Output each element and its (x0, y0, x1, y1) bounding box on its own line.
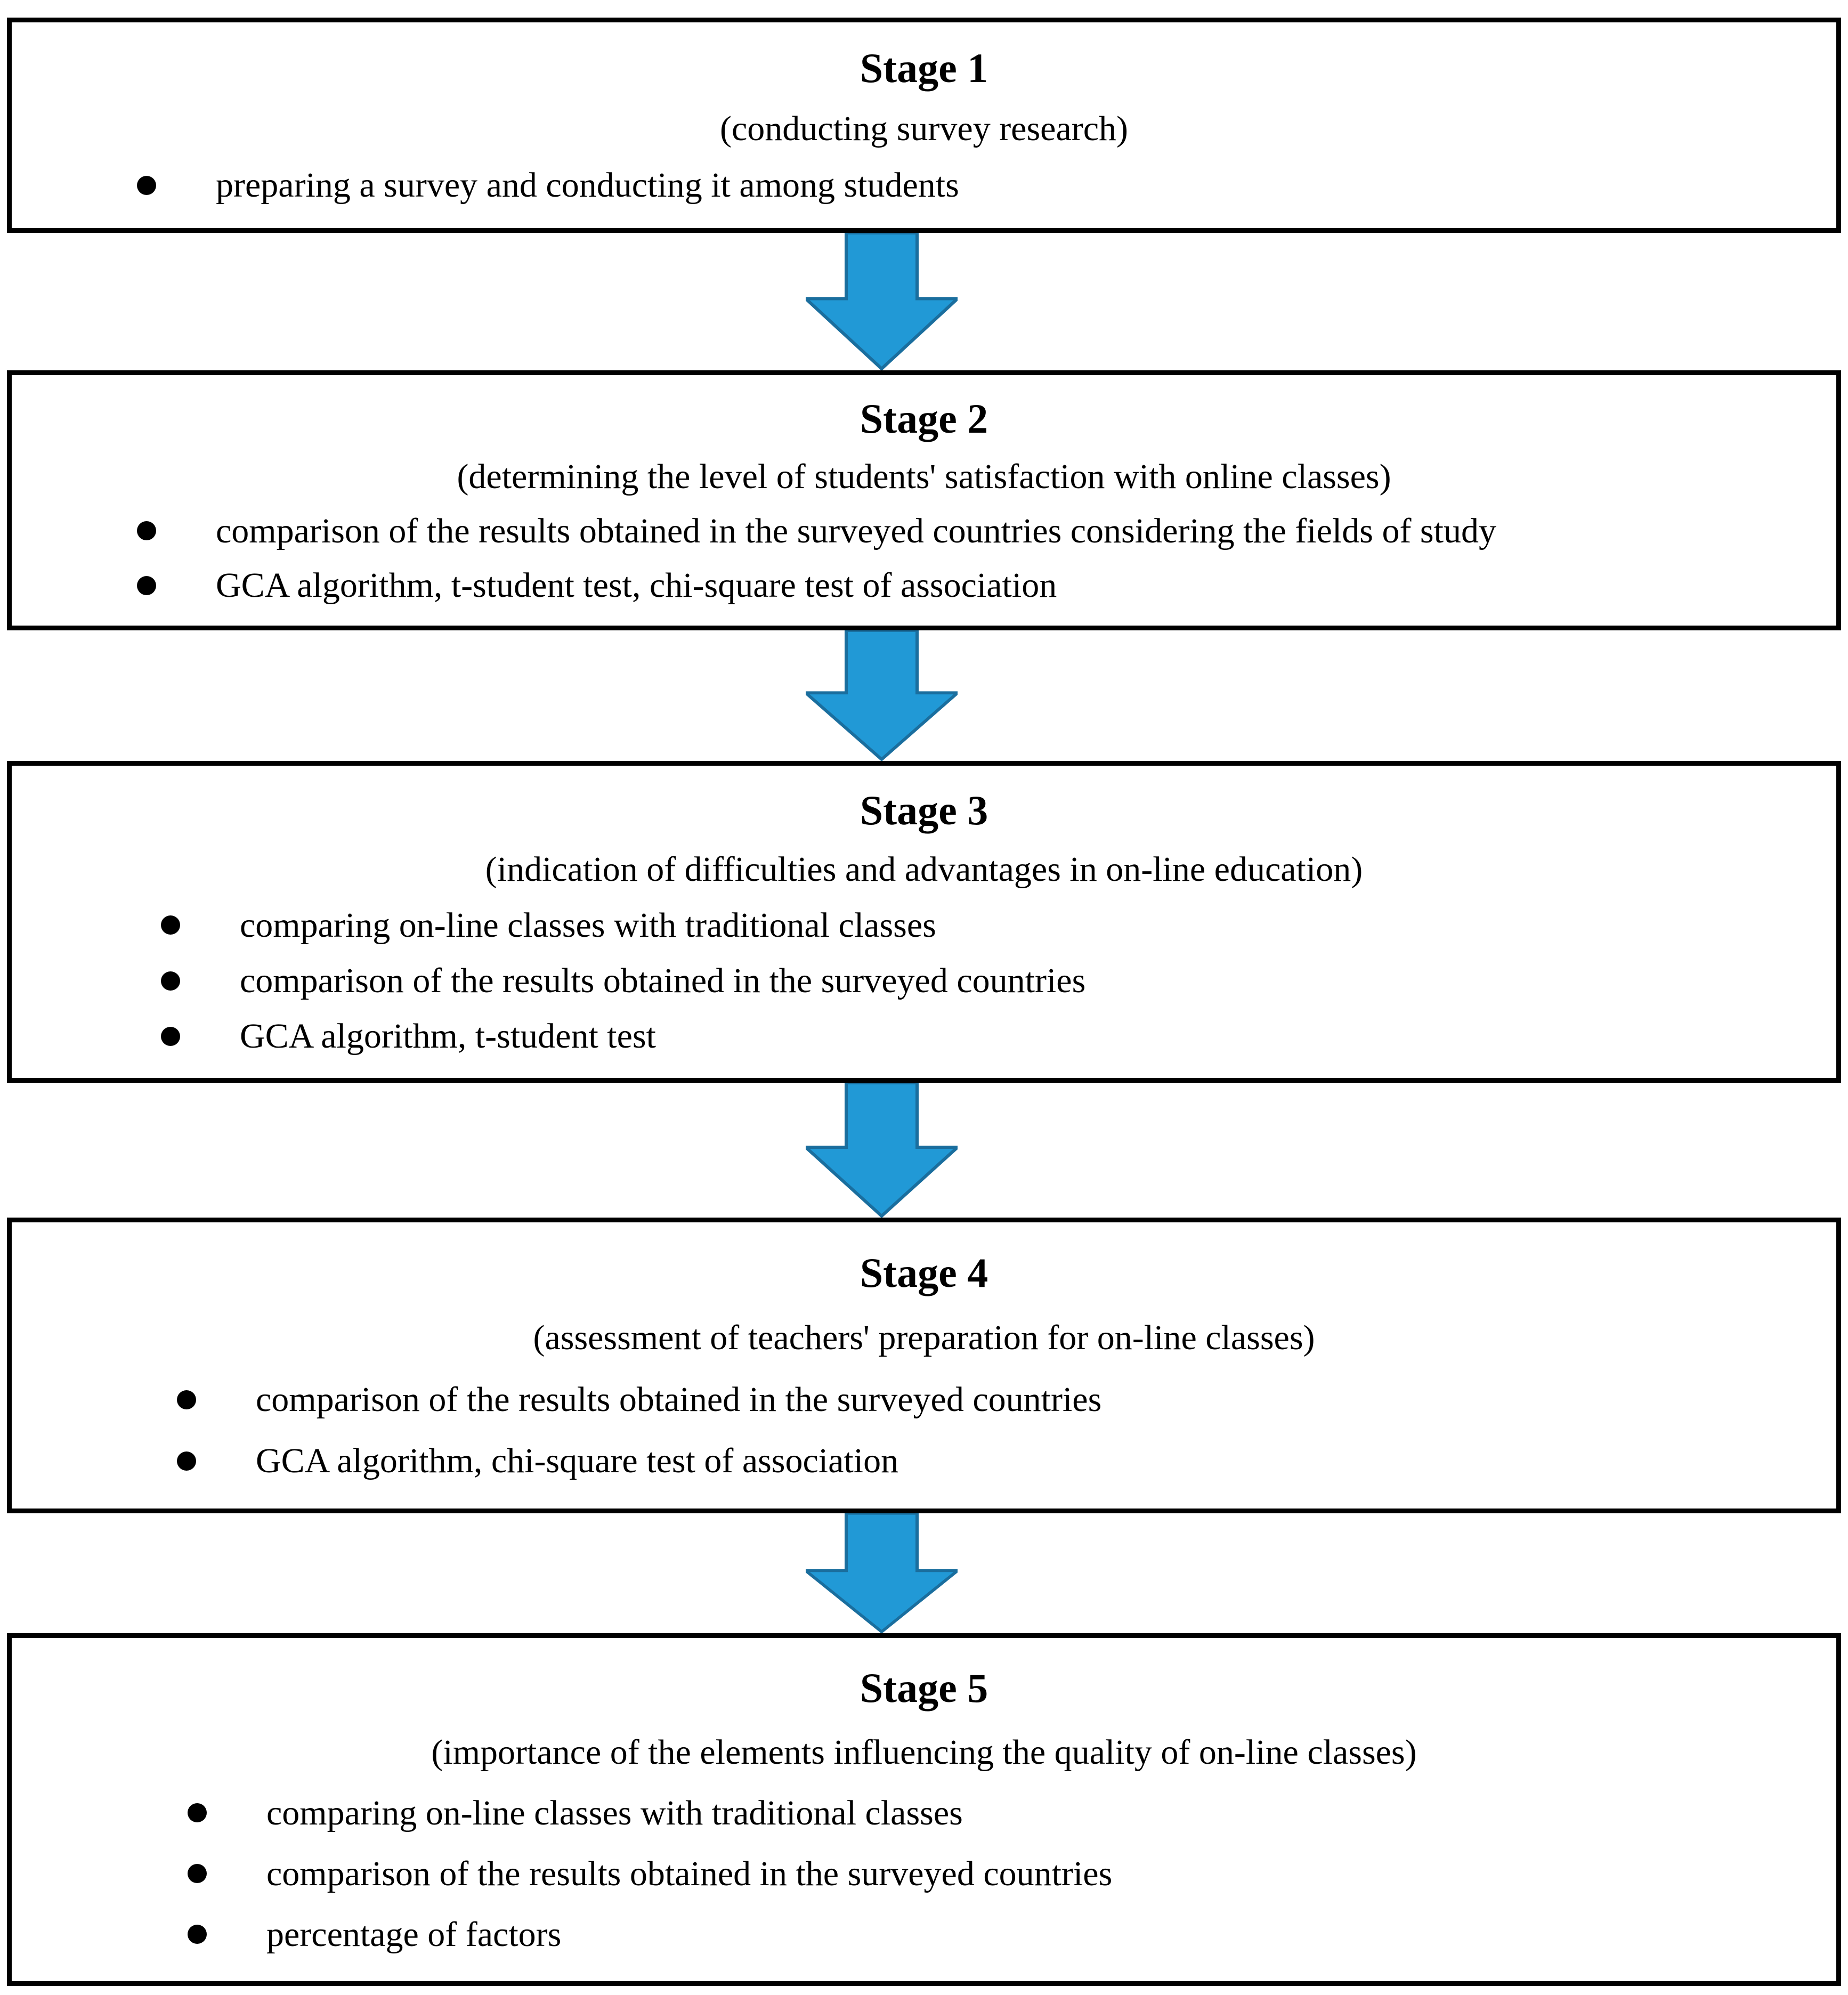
bullet-text: comparing on-line classes with tradition… (266, 1793, 963, 1832)
bullet-text: comparing on-line classes with tradition… (240, 905, 936, 945)
bullet-icon (137, 521, 156, 541)
bullet-text: GCA algorithm, t-student test, chi-squar… (216, 565, 1057, 605)
stage-subtitle: (indication of difficulties and advantag… (485, 850, 1363, 889)
stage-3-box: Stage 3 (indication of difficulties and … (7, 761, 1841, 1083)
stage-4-box: Stage 4 (assessment of teachers' prepara… (7, 1218, 1841, 1513)
bullet-icon (188, 1803, 207, 1823)
bullet-icon (161, 971, 180, 991)
bullet-item: comparing on-line classes with tradition… (188, 1793, 1836, 1832)
down-arrow-icon (806, 1513, 958, 1633)
bullet-item: GCA algorithm, t-student test (161, 1018, 1836, 1055)
bullet-icon (177, 1451, 196, 1471)
down-arrow-icon (806, 630, 958, 761)
stage-title: Stage 4 (860, 1250, 988, 1296)
bullet-item: comparison of the results obtained in th… (177, 1381, 1836, 1418)
bullet-item: percentage of factors (188, 1916, 1836, 1953)
stage-subtitle: (determining the level of students' sati… (457, 457, 1391, 496)
bullet-text: percentage of factors (266, 1915, 562, 1954)
stage-title: Stage 5 (860, 1664, 988, 1711)
bullet-icon (161, 915, 180, 935)
down-arrow-icon (806, 233, 958, 370)
stage-subtitle: (importance of the elements influencing … (431, 1732, 1417, 1772)
down-arrow-icon (806, 1083, 958, 1218)
bullet-item: comparison of the results obtained in th… (137, 511, 1836, 550)
bullet-item: comparing on-line classes with tradition… (161, 905, 1836, 945)
bullet-icon (137, 175, 156, 195)
bullet-icon (177, 1390, 196, 1409)
bullet-text: comparison of the results obtained in th… (266, 1854, 1113, 1893)
bullet-item: comparison of the results obtained in th… (161, 962, 1836, 999)
bullet-icon (188, 1925, 207, 1944)
bullet-item: GCA algorithm, chi-square test of associ… (177, 1441, 1836, 1481)
bullet-text: comparison of the results obtained in th… (256, 1380, 1102, 1419)
bullet-text: comparison of the results obtained in th… (240, 961, 1086, 1001)
stage-title: Stage 1 (860, 45, 988, 92)
stage-5-box: Stage 5 (importance of the elements infl… (7, 1633, 1841, 1986)
bullet-item: comparison of the results obtained in th… (188, 1855, 1836, 1892)
bullet-item: GCA algorithm, t-student test, chi-squar… (137, 567, 1836, 604)
stage-title: Stage 2 (860, 395, 988, 442)
bullet-text: GCA algorithm, chi-square test of associ… (256, 1441, 899, 1481)
bullet-text: GCA algorithm, t-student test (240, 1017, 656, 1056)
bullet-text: preparing a survey and conducting it amo… (216, 166, 959, 205)
bullet-icon (161, 1027, 180, 1047)
stage-title: Stage 3 (860, 787, 988, 834)
bullet-icon (137, 575, 156, 595)
stage-subtitle: (assessment of teachers' preparation for… (533, 1318, 1315, 1358)
stage-2-box: Stage 2 (determining the level of studen… (7, 370, 1841, 630)
stage-subtitle: (conducting survey research) (720, 109, 1128, 148)
bullet-text: comparison of the results obtained in th… (216, 511, 1496, 550)
stage-1-box: Stage 1 (conducting survey research) pre… (7, 18, 1841, 233)
bullet-item: preparing a survey and conducting it amo… (137, 167, 1836, 204)
bullet-icon (188, 1864, 207, 1884)
